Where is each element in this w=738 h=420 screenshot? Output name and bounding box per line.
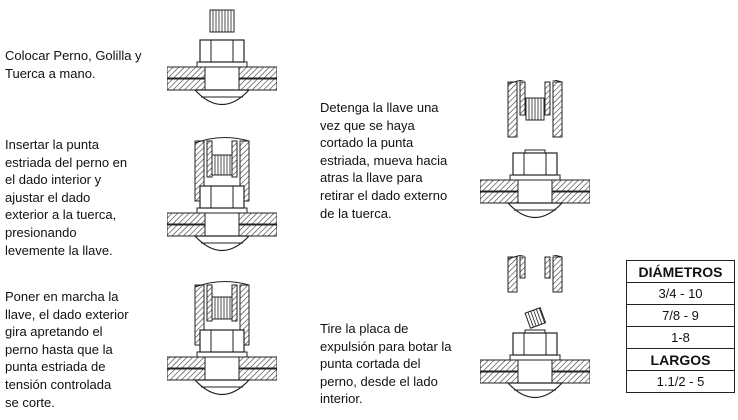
step-4-bolt-diagram: [480, 80, 590, 218]
nut: [196, 329, 248, 358]
step-2-text: Insertar la punta estriada del perno en …: [5, 137, 128, 258]
plates: [167, 212, 277, 251]
step-4-text: Detenga la llave una vez que se haya cor…: [320, 100, 448, 221]
step-5-bolt-diagram: [480, 255, 590, 398]
step-5-text: Tire la placa de expulsión para botar la…: [320, 321, 452, 407]
diameters-header: DIÁMETROS: [626, 260, 735, 283]
step-1-bolt-diagram: [167, 9, 277, 105]
step-3-text: Poner en marcha la llave, el dado exteri…: [5, 289, 129, 410]
socket: [507, 255, 563, 293]
nut: [509, 152, 561, 181]
plates: [480, 179, 590, 218]
splined-tip: [524, 307, 547, 329]
step-3-bolt-diagram: [167, 281, 277, 395]
diameter-cell: 1-8: [626, 326, 735, 349]
step-2-bolt-diagram: [167, 137, 277, 251]
diameter-cell: 7/8 - 9: [626, 304, 735, 327]
splined-tip: [209, 9, 235, 33]
splined-tip: [211, 296, 233, 320]
length-cell: 1.1/2 - 5: [626, 370, 735, 393]
lengths-header: LARGOS: [626, 348, 735, 371]
plates: [167, 66, 277, 105]
splined-tip: [525, 97, 545, 121]
socket: [507, 80, 563, 138]
step-1-text: Colocar Perno, Golilla y Tuerca a mano.: [5, 48, 142, 81]
plates: [167, 356, 277, 395]
plates: [480, 359, 590, 398]
splined-tip: [211, 154, 233, 176]
nut: [196, 39, 248, 68]
bolt-size-table: DIÁMETROS 3/4 - 10 7/8 - 9 1-8 LARGOS 1.…: [626, 260, 735, 393]
nut: [509, 332, 561, 361]
diameter-cell: 3/4 - 10: [626, 282, 735, 305]
nut: [196, 185, 248, 214]
